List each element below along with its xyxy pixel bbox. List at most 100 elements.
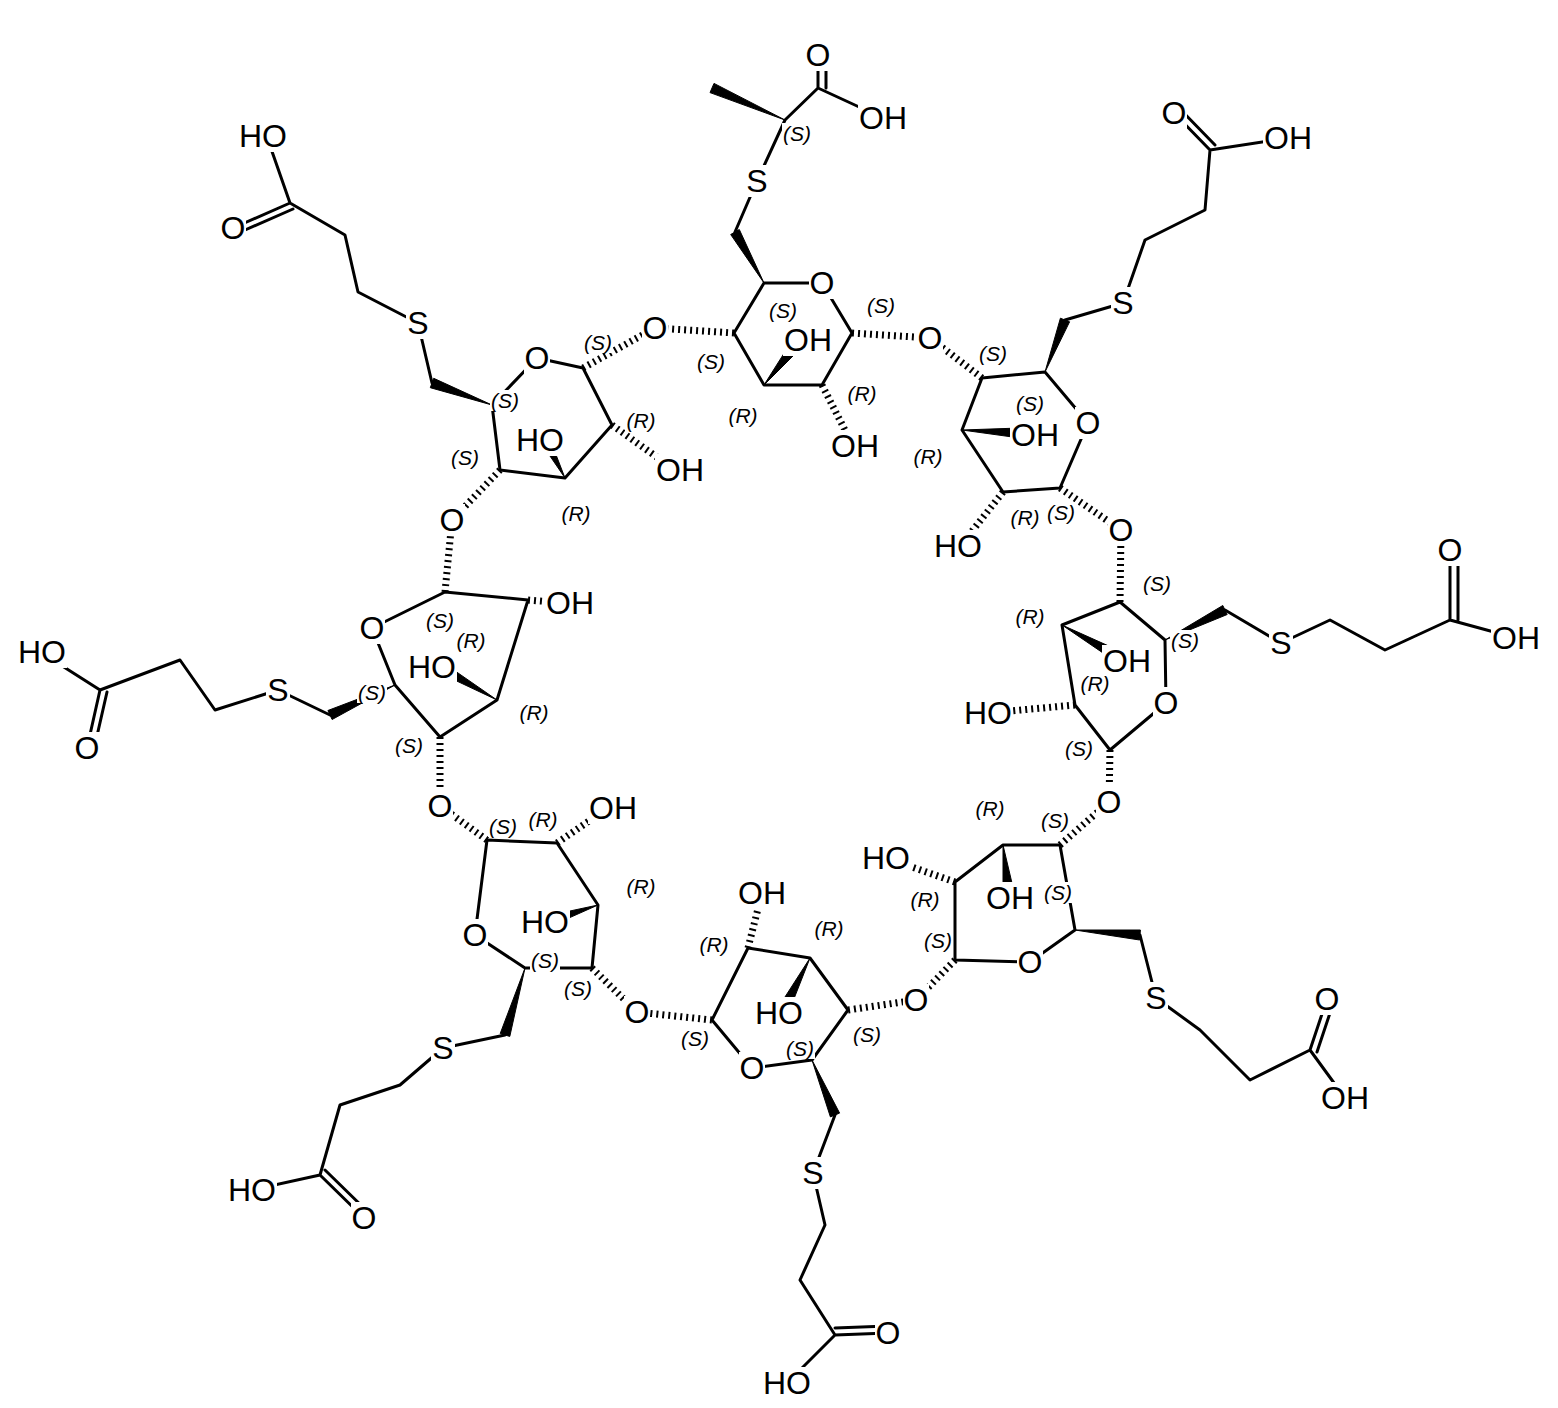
atom-label: S xyxy=(406,307,429,339)
stereo-descriptor: (S) xyxy=(357,682,387,703)
stereo-descriptor: (R) xyxy=(698,934,729,955)
atom-label: O xyxy=(1314,983,1341,1015)
atom-label: O xyxy=(220,212,247,244)
atom-label: O xyxy=(1108,514,1135,546)
atom-label: S xyxy=(266,674,289,706)
hashed-bond xyxy=(452,328,672,520)
atom-label: OH xyxy=(1320,1082,1370,1114)
atom-label: S xyxy=(1111,287,1134,319)
atom-label: OH xyxy=(1010,419,1060,451)
stereo-descriptor: (S) xyxy=(563,978,593,999)
atom-label: O xyxy=(875,1317,902,1349)
atom-label: O xyxy=(1096,786,1123,818)
stereo-descriptor: (S) xyxy=(1015,393,1045,414)
stereo-descriptor: (R) xyxy=(912,446,943,467)
stereo-descriptor: (R) xyxy=(846,383,877,404)
atom-label: O xyxy=(903,984,930,1016)
stereo-descriptor: (S) xyxy=(450,447,480,468)
stereo-descriptor: (S) xyxy=(1142,573,1172,594)
stereo-descriptor: (S) xyxy=(583,332,613,353)
atom-label: O xyxy=(427,790,454,822)
stereo-descriptor: (R) xyxy=(625,876,656,897)
atom-label: S xyxy=(745,165,768,197)
atom-label: OH xyxy=(737,877,787,909)
atom-label: OH xyxy=(545,587,595,619)
atom-label: OH xyxy=(1491,622,1541,654)
wedge-bonds xyxy=(328,83,1227,1117)
hashed-bonds xyxy=(440,328,1121,1020)
bonds xyxy=(252,840,598,1218)
stereo-descriptor: (S) xyxy=(488,816,518,837)
atom-label: HO xyxy=(754,997,804,1029)
atom-label: OH xyxy=(858,102,908,134)
hashed-bond xyxy=(886,802,1109,1000)
atom-label: HO xyxy=(407,651,457,683)
stereo-descriptor: (S) xyxy=(1064,738,1094,759)
stereo-descriptor: (R) xyxy=(974,798,1005,819)
atom-label: S xyxy=(1269,627,1292,659)
atom-label: O xyxy=(624,996,651,1028)
atom-label: O xyxy=(739,1052,766,1084)
stereo-descriptor: (S) xyxy=(490,390,520,411)
stereo-descriptor: (S) xyxy=(923,930,953,951)
atom-label: OH xyxy=(830,430,880,462)
atom-label: OH xyxy=(1263,122,1313,154)
atom-label: O xyxy=(1437,534,1464,566)
stereo-descriptor: (S) xyxy=(782,123,812,144)
stereo-descriptor: (S) xyxy=(852,1024,882,1045)
stereo-descriptor: (R) xyxy=(813,918,844,939)
atom-label: O xyxy=(1075,407,1102,439)
atom-label: OH xyxy=(985,882,1035,914)
stereo-descriptor: (R) xyxy=(1009,507,1040,528)
stereo-descriptor: (S) xyxy=(680,1028,710,1049)
stereo-descriptor: (R) xyxy=(518,702,549,723)
wedge-bond xyxy=(812,1060,840,1117)
atom-label: OH xyxy=(783,324,833,356)
stereo-descriptor: (S) xyxy=(394,735,424,756)
hashed-bond xyxy=(930,338,1121,540)
atom-label: OH xyxy=(588,792,638,824)
atom-label: O xyxy=(917,322,944,354)
bonds xyxy=(233,140,612,478)
stereo-descriptor: (R) xyxy=(909,889,940,910)
atom-label: O xyxy=(524,342,551,374)
hashed-bond xyxy=(440,520,565,806)
wedge-bond xyxy=(731,230,764,284)
stereo-descriptor: (S) xyxy=(696,351,726,372)
single-bonds xyxy=(45,55,1516,1383)
hashed-bond xyxy=(440,806,637,1012)
atom-label: O xyxy=(642,312,669,344)
atom-label: O xyxy=(1017,946,1044,978)
wedge-bond xyxy=(1075,930,1140,940)
stereo-descriptor: (R) xyxy=(527,809,558,830)
atom-label: HO xyxy=(861,842,911,874)
bonds xyxy=(962,108,1288,492)
stereo-descriptor: (S) xyxy=(1040,810,1070,831)
atom-label: OH xyxy=(655,454,705,486)
atom-label: HO xyxy=(520,906,570,938)
atom-label: O xyxy=(805,39,832,71)
bonds xyxy=(955,845,1345,1098)
stereo-descriptor: (R) xyxy=(455,630,486,651)
atom-label: O xyxy=(359,612,386,644)
stereo-descriptor: (R) xyxy=(1014,606,1045,627)
atom-label: HO xyxy=(933,530,983,562)
atom-label: O xyxy=(351,1202,378,1234)
stereo-descriptor: (S) xyxy=(530,950,560,971)
stereo-descriptor: (R) xyxy=(727,405,758,426)
atom-label: O xyxy=(462,919,489,951)
stereo-descriptor: (S) xyxy=(425,610,455,631)
wedge-bond xyxy=(430,378,492,405)
bonds xyxy=(1062,550,1516,750)
atom-label: O xyxy=(74,732,101,764)
atom-label: HO xyxy=(515,424,565,456)
atom-label: O xyxy=(439,504,466,536)
stereo-descriptor: (S) xyxy=(1043,882,1073,903)
atom-label: S xyxy=(801,1157,824,1189)
atom-label: S xyxy=(431,1032,454,1064)
wedge-bond xyxy=(1045,318,1070,372)
atom-label: S xyxy=(1144,982,1167,1014)
wedge-bond xyxy=(710,83,785,120)
stereo-descriptor: (R) xyxy=(1079,673,1110,694)
